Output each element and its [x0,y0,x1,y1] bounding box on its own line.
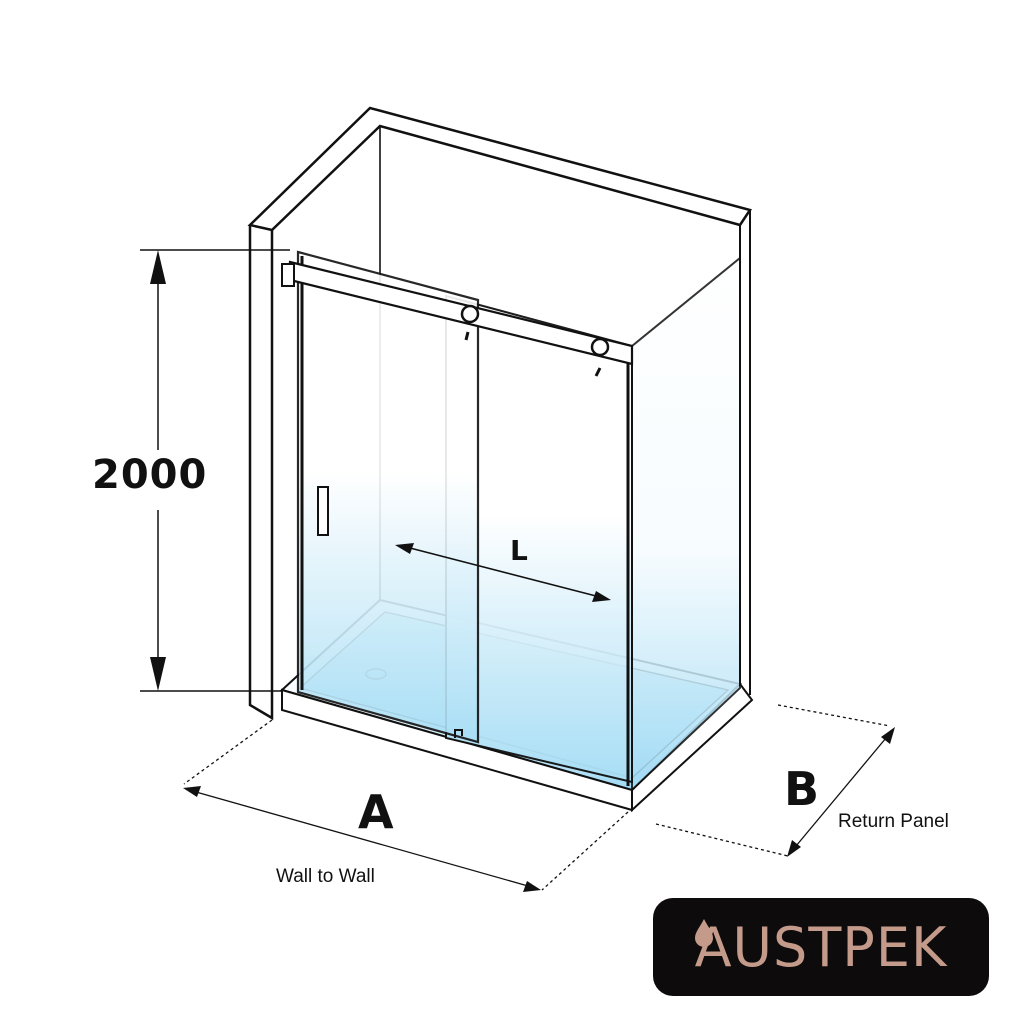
brand-logo-text: AUSTPEK [694,915,948,979]
sliding-rail [281,260,634,377]
opening-dimension [395,543,611,602]
wall-to-wall-label: A [358,785,394,839]
roller-right-icon [590,337,610,357]
wall-to-wall-caption: Wall to Wall [276,866,375,887]
brand-logo: AUSTPEK [653,898,989,996]
water-drop-icon [695,919,713,947]
door-handle-icon [317,486,329,536]
width-dimension [183,719,629,892]
roller-left-icon [460,304,480,324]
glass-panels [296,250,741,793]
return-dimension [655,704,895,857]
height-dimension [140,249,290,692]
opening-width-label: L [510,534,528,567]
return-panel-caption: Return Panel [838,811,949,832]
floor-guide-icon [454,729,463,738]
return-panel-label: B [784,762,820,816]
height-value-label: 2000 [92,452,208,498]
